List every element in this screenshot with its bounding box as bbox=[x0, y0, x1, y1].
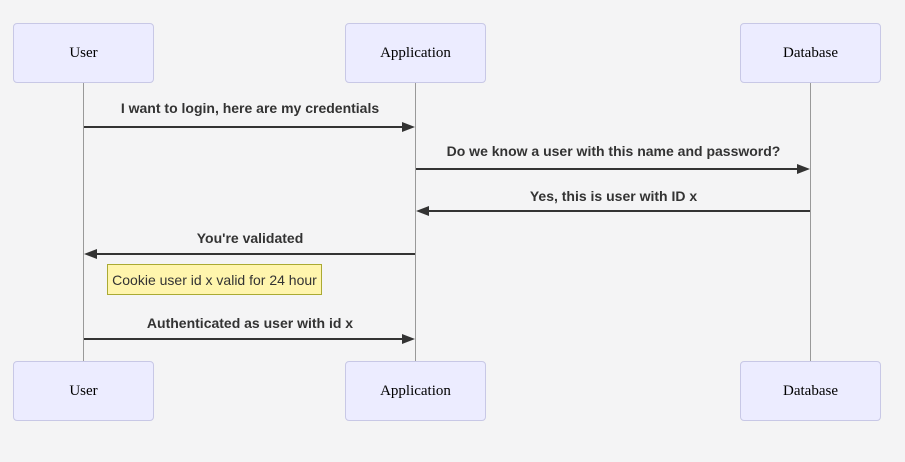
actor-box-application-top: Application bbox=[345, 23, 486, 83]
actor-label: Database bbox=[783, 382, 838, 399]
message-label-login: I want to login, here are my credentials bbox=[120, 100, 380, 116]
message-arrow-authenticated bbox=[84, 334, 415, 344]
message-arrow-validated bbox=[84, 249, 415, 259]
actor-label: Application bbox=[380, 382, 451, 399]
message-arrow-user-found bbox=[416, 206, 810, 216]
message-arrow-login bbox=[84, 122, 415, 132]
message-label-user-found: Yes, this is user with ID x bbox=[529, 188, 698, 204]
actor-box-user-top: User bbox=[13, 23, 154, 83]
actor-label: Database bbox=[783, 44, 838, 61]
arrowhead-left-icon bbox=[416, 206, 429, 216]
arrowhead-right-icon bbox=[402, 334, 415, 344]
actor-label: User bbox=[69, 44, 98, 61]
arrowhead-right-icon bbox=[797, 164, 810, 174]
note-cookie: Cookie user id x valid for 24 hour bbox=[107, 264, 322, 295]
actor-box-database-top: Database bbox=[740, 23, 881, 83]
actor-label: User bbox=[69, 382, 98, 399]
actor-box-database-bottom: Database bbox=[740, 361, 881, 421]
actor-label: Application bbox=[380, 44, 451, 61]
arrowhead-right-icon bbox=[402, 122, 415, 132]
message-arrow-check-user bbox=[416, 164, 810, 174]
arrowhead-left-icon bbox=[84, 249, 97, 259]
actor-box-user-bottom: User bbox=[13, 361, 154, 421]
message-label-check-user: Do we know a user with this name and pas… bbox=[446, 143, 781, 159]
actor-box-application-bottom: Application bbox=[345, 361, 486, 421]
message-label-validated: You're validated bbox=[196, 230, 304, 246]
message-label-authenticated: Authenticated as user with id x bbox=[146, 315, 354, 331]
